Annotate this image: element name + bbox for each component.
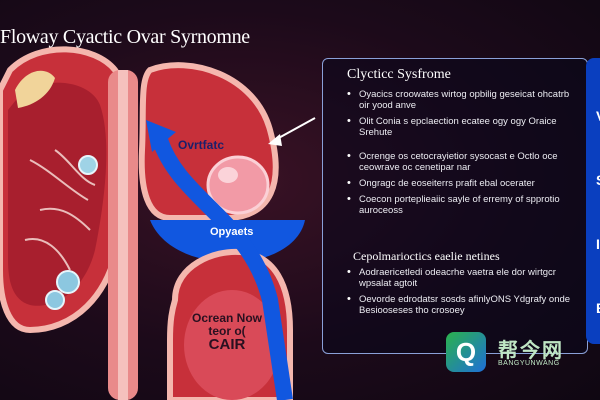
- lower-organ-inner: [184, 290, 280, 400]
- label-ocean-line2: teor o(: [208, 324, 246, 338]
- flow-arrow: [152, 137, 293, 400]
- label-ocean-line1: Ocrean Now: [191, 311, 263, 325]
- info-panel: Clycticc Sysfrome Oyacics croowates wirt…: [322, 58, 588, 354]
- list-item: Aodraericetledi odeacrhe vaetra ele dor …: [345, 267, 581, 289]
- panel-title: Clycticc Sysfrome: [347, 67, 451, 82]
- list-item: Coecon porteplieaiic sayle of erremy of …: [345, 194, 581, 216]
- fat-tissue: [15, 70, 55, 108]
- vessel-stripe: [118, 70, 128, 400]
- cyst: [56, 270, 80, 294]
- cyst: [45, 290, 65, 310]
- flow-arrow-head: [146, 120, 176, 152]
- watermark-text-en: BANGYUNWANG: [498, 360, 560, 367]
- side-bar: [586, 58, 600, 344]
- side-letter: S: [596, 172, 600, 188]
- blue-bowl: [150, 220, 305, 262]
- list-item: Oyacics croowates wirtog opbilig geseica…: [345, 89, 581, 111]
- list-item: Olit Conia s epclaection ecatee ogy ogy …: [345, 116, 581, 138]
- page-title: Floway Cyactic Ovar Syrnomne: [0, 26, 250, 48]
- side-letter: E: [596, 300, 600, 316]
- left-organ-inner: [8, 82, 107, 306]
- side-letter: V: [596, 108, 600, 124]
- label-care: CAIR: [208, 336, 246, 353]
- vein-network: [24, 149, 96, 271]
- cyst: [78, 155, 98, 175]
- label-ocean: Ocrean Now teor o( CAIR: [172, 311, 282, 353]
- bullet-list-2: Ocrenge os cetocrayietior sysocast e Oct…: [345, 151, 581, 221]
- central-cyst-shine: [218, 167, 238, 183]
- list-item: Ongragc de eoseiterrs prafit ebal ocerat…: [345, 178, 581, 189]
- list-item: Ocrenge os cetocrayietior sysocast e Oct…: [345, 151, 581, 173]
- watermark: Q 帮今网 BANGYUNWANG: [446, 332, 586, 372]
- watermark-text-cn: 帮今网: [498, 340, 564, 362]
- label-ovarian: Ovrtfatc: [178, 138, 225, 152]
- side-letter: I: [596, 236, 600, 252]
- bullet-list-1: Oyacics croowates wirtog opbilig geseica…: [345, 89, 581, 143]
- label-opyaets: Opyaets: [210, 226, 254, 238]
- pointer-arrow-head: [268, 134, 282, 146]
- panel-subheading: Cepolmarioctics eaelie netines: [353, 249, 500, 263]
- watermark-logo-icon: [446, 332, 486, 372]
- bullet-list-3: Aodraericetledi odeacrhe vaetra ele dor …: [345, 267, 581, 321]
- pointer-arrow: [274, 117, 316, 141]
- list-item: Oevorde edrodatsr sosds afinlyONS Ydgraf…: [345, 294, 581, 316]
- watermark-logo-letter: Q: [455, 337, 477, 367]
